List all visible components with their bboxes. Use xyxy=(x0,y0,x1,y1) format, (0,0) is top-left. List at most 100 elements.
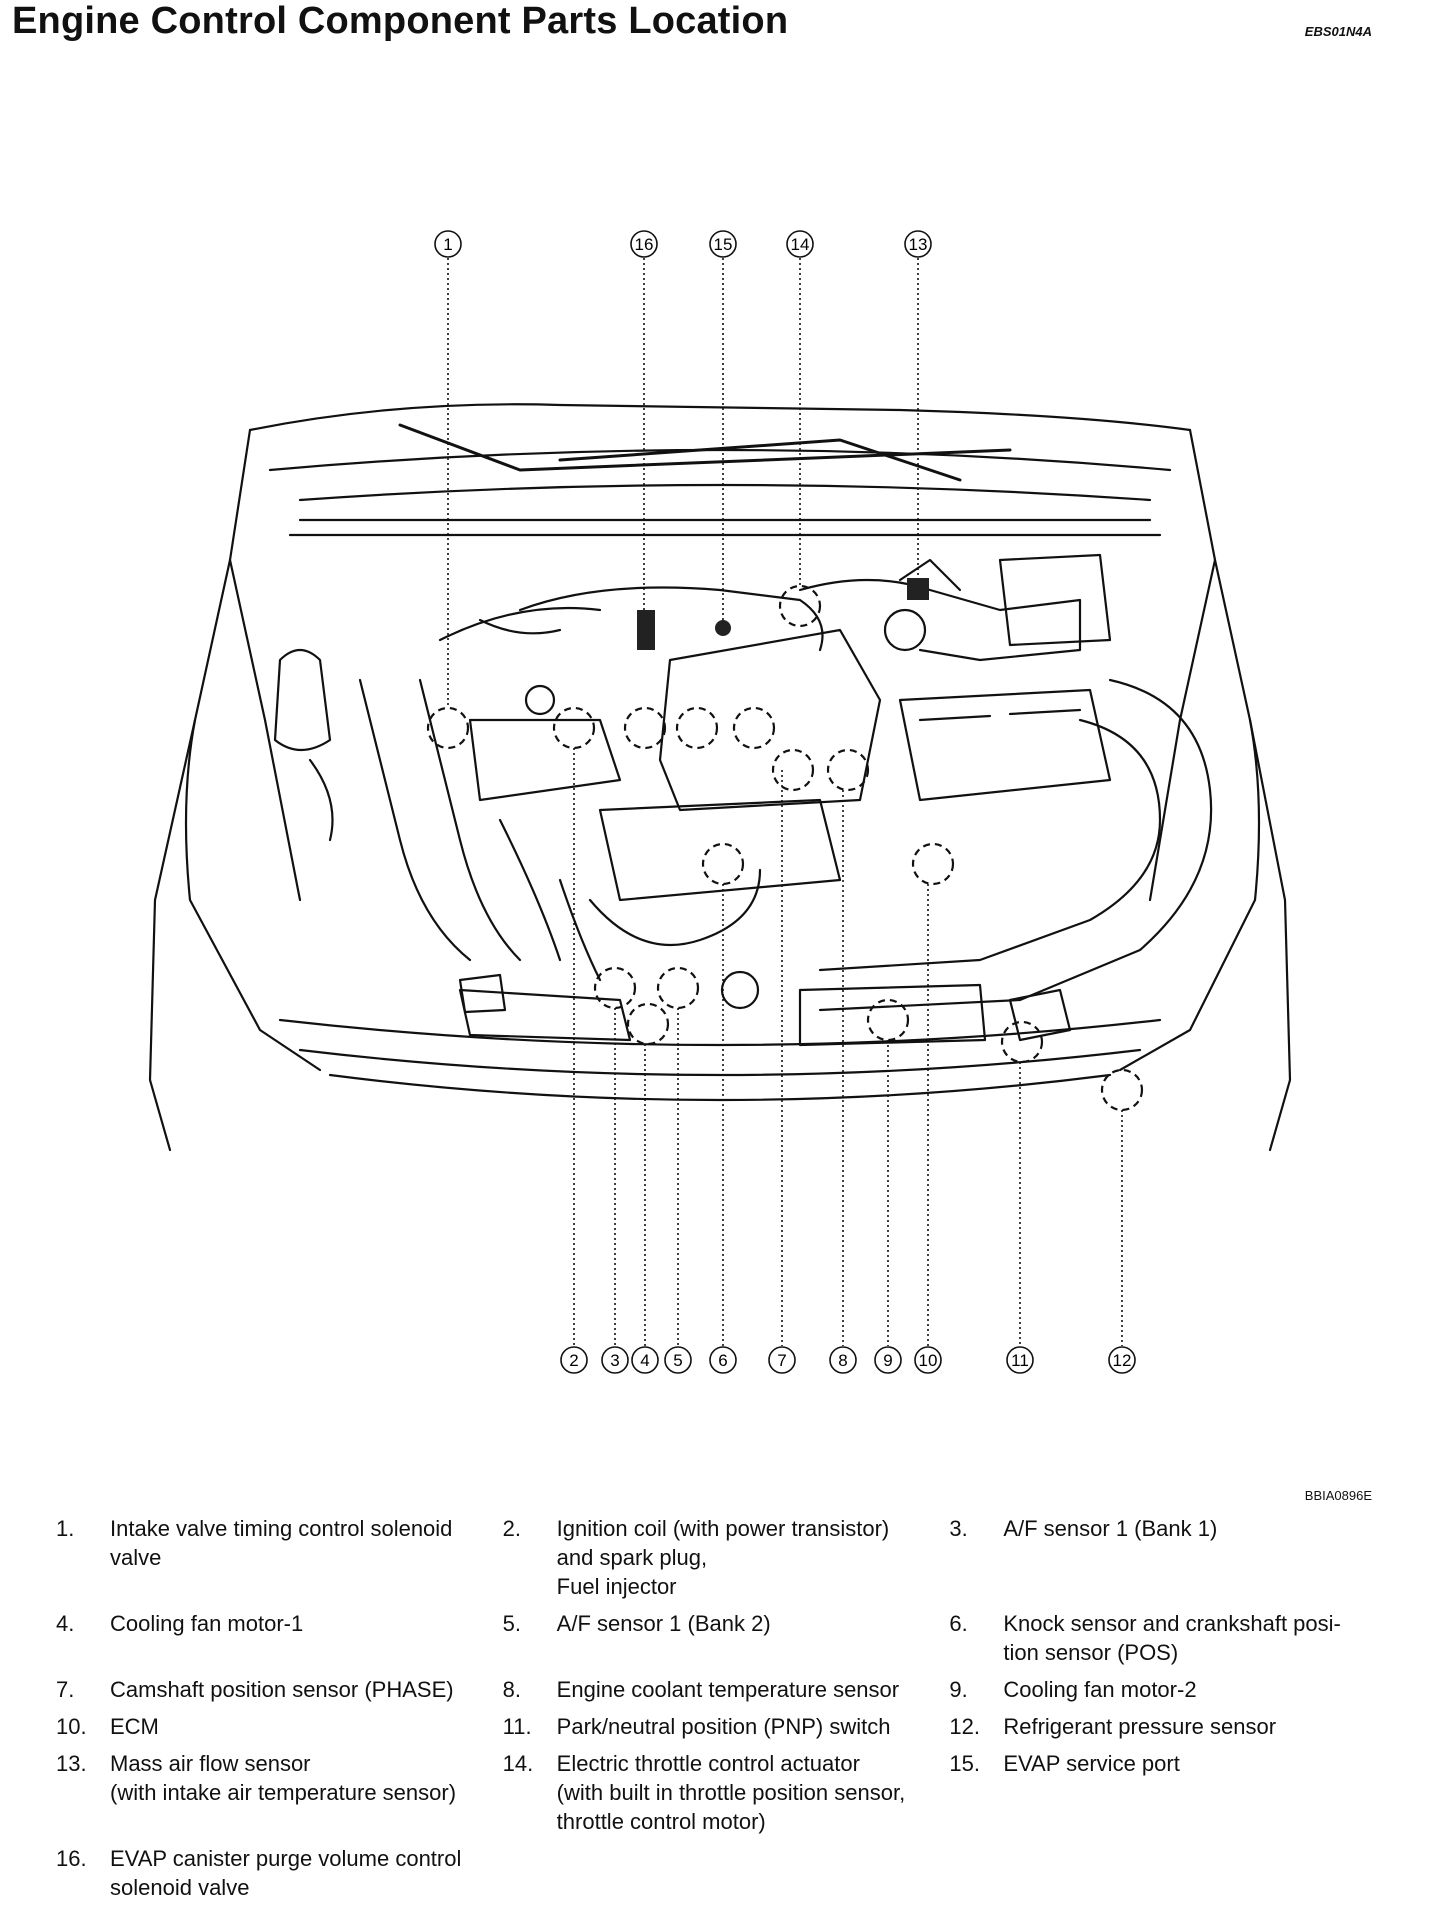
page-title: Engine Control Component Parts Location xyxy=(12,0,789,42)
engine-bay-drawing xyxy=(148,403,1292,1152)
figure-code: BBIA0896E xyxy=(1304,1488,1372,1503)
legend-description: Camshaft position sensor (PHASE) xyxy=(110,1677,454,1702)
svg-text:1: 1 xyxy=(443,235,452,254)
legend-item: 14. Electric throttle control actuator (… xyxy=(503,1749,950,1836)
svg-text:2: 2 xyxy=(569,1351,578,1370)
svg-text:16: 16 xyxy=(635,235,654,254)
legend-number: 2. xyxy=(502,1516,522,1541)
svg-text:7: 7 xyxy=(777,1351,786,1370)
purge-valve-marker xyxy=(637,610,655,650)
legend-description: Park/neutral position (PNP) switch xyxy=(556,1714,891,1739)
legend-number: 10. xyxy=(56,1714,87,1739)
legend-number: 14. xyxy=(502,1751,534,1776)
legend-description: Knock sensor and crankshaft posi- tion s… xyxy=(1003,1611,1341,1665)
legend-number: 16. xyxy=(56,1846,87,1871)
callout-1: 1 xyxy=(434,230,462,258)
callout-9: 9 xyxy=(874,1346,902,1374)
callout-3: 3 xyxy=(601,1346,629,1374)
legend-item: 4. Cooling fan motor-1 xyxy=(56,1609,503,1667)
svg-text:5: 5 xyxy=(673,1351,682,1370)
svg-text:4: 4 xyxy=(640,1351,649,1370)
legend-item: 15. EVAP service port xyxy=(949,1749,1396,1836)
engine-compartment-diagram: 1 16 15 14 13 2 3 4 xyxy=(148,230,1292,1374)
legend-number: 3. xyxy=(949,1516,968,1541)
svg-text:8: 8 xyxy=(838,1351,847,1370)
legend-number: 7. xyxy=(56,1677,75,1702)
callout-14: 14 xyxy=(786,230,814,258)
callout-16: 16 xyxy=(630,230,658,258)
legend-row: 16. EVAP canister purge volume control s… xyxy=(56,1844,1396,1902)
leader-lines xyxy=(447,258,1123,1346)
location-circles xyxy=(426,584,1144,1112)
legend-number: 8. xyxy=(502,1677,522,1702)
legend-number: 6. xyxy=(949,1611,968,1636)
svg-text:3: 3 xyxy=(610,1351,619,1370)
legend-description: A/F sensor 1 (Bank 2) xyxy=(556,1611,771,1636)
callout-2: 2 xyxy=(560,1346,588,1374)
legend-item: 8. Engine coolant temperature sensor xyxy=(503,1675,950,1704)
legend-item: 10. ECM xyxy=(56,1712,503,1741)
legend-number: 13. xyxy=(56,1751,87,1776)
svg-text:14: 14 xyxy=(791,235,810,254)
callouts-bottom: 2 3 4 5 6 7 8 9 xyxy=(560,1346,1136,1374)
callout-10: 10 xyxy=(914,1346,942,1374)
legend-number: 15. xyxy=(949,1751,980,1776)
legend-description: ECM xyxy=(110,1714,159,1739)
legend-row: 7. Camshaft position sensor (PHASE) 8. E… xyxy=(56,1675,1396,1704)
legend-description: Cooling fan motor-1 xyxy=(110,1611,304,1636)
service-port-marker xyxy=(715,620,731,636)
legend-item: 6. Knock sensor and crankshaft posi- tio… xyxy=(949,1609,1396,1667)
legend-number: 5. xyxy=(502,1611,522,1636)
legend-description: A/F sensor 1 (Bank 1) xyxy=(1003,1516,1218,1541)
legend-item: 16. EVAP canister purge volume control s… xyxy=(56,1844,508,1902)
legend-item: 3. A/F sensor 1 (Bank 1) xyxy=(949,1514,1396,1601)
component-legend: 1. Intake valve timing control solenoid … xyxy=(56,1514,1396,1910)
legend-number: 11. xyxy=(502,1714,532,1739)
svg-text:6: 6 xyxy=(718,1351,727,1370)
svg-text:12: 12 xyxy=(1113,1351,1132,1370)
legend-description: Refrigerant pressure sensor xyxy=(1003,1714,1277,1739)
svg-text:15: 15 xyxy=(714,235,733,254)
svg-text:9: 9 xyxy=(883,1351,892,1370)
legend-description: Engine coolant temperature sensor xyxy=(556,1677,900,1702)
callout-7: 7 xyxy=(768,1346,796,1374)
svg-text:10: 10 xyxy=(919,1351,938,1370)
legend-item: 11. Park/neutral position (PNP) switch xyxy=(503,1712,950,1741)
highlighted-components xyxy=(637,578,929,650)
svg-text:13: 13 xyxy=(909,235,928,254)
callout-4: 4 xyxy=(631,1346,659,1374)
callout-6: 6 xyxy=(709,1346,737,1374)
legend-row: 13. Mass air flow sensor (with intake ai… xyxy=(56,1749,1396,1836)
callout-5: 5 xyxy=(664,1346,692,1374)
legend-item: 7. Camshaft position sensor (PHASE) xyxy=(56,1675,503,1704)
document-code: EBS01N4A xyxy=(1304,24,1372,39)
callout-15: 15 xyxy=(709,230,737,258)
legend-number: 4. xyxy=(56,1611,75,1636)
callout-8: 8 xyxy=(829,1346,857,1374)
legend-number: 9. xyxy=(949,1677,968,1702)
legend-item: 1. Intake valve timing control solenoid … xyxy=(56,1514,503,1601)
legend-row: 1. Intake valve timing control solenoid … xyxy=(56,1514,1396,1601)
legend-item: 12. Refrigerant pressure sensor xyxy=(949,1712,1396,1741)
callout-12: 12 xyxy=(1108,1346,1136,1374)
legend-row: 10. ECM 11. Park/neutral position (PNP) … xyxy=(56,1712,1396,1741)
legend-description: EVAP service port xyxy=(1003,1751,1180,1776)
mass-air-flow-marker xyxy=(907,578,929,600)
legend-description: Cooling fan motor-2 xyxy=(1003,1677,1197,1702)
legend-description: Mass air flow sensor (with intake air te… xyxy=(110,1751,457,1805)
legend-number: 1. xyxy=(56,1516,75,1541)
legend-item: 2. Ignition coil (with power transistor)… xyxy=(503,1514,950,1601)
callouts-top: 1 16 15 14 13 xyxy=(434,230,932,258)
legend-item: 5. A/F sensor 1 (Bank 2) xyxy=(503,1609,950,1667)
legend-number: 12. xyxy=(949,1714,980,1739)
legend-item: 9. Cooling fan motor-2 xyxy=(949,1675,1396,1704)
svg-text:11: 11 xyxy=(1011,1351,1029,1370)
callout-11: 11 xyxy=(1006,1346,1034,1374)
callout-13: 13 xyxy=(904,230,932,258)
legend-row: 4. Cooling fan motor-1 5. A/F sensor 1 (… xyxy=(56,1609,1396,1667)
legend-description: Ignition coil (with power transistor) an… xyxy=(556,1516,890,1599)
legend-description: EVAP canister purge volume control solen… xyxy=(110,1846,462,1900)
legend-description: Electric throttle control actuator (with… xyxy=(556,1751,906,1834)
legend-description: Intake valve timing control solenoid val… xyxy=(110,1516,453,1570)
legend-item: 13. Mass air flow sensor (with intake ai… xyxy=(56,1749,503,1836)
